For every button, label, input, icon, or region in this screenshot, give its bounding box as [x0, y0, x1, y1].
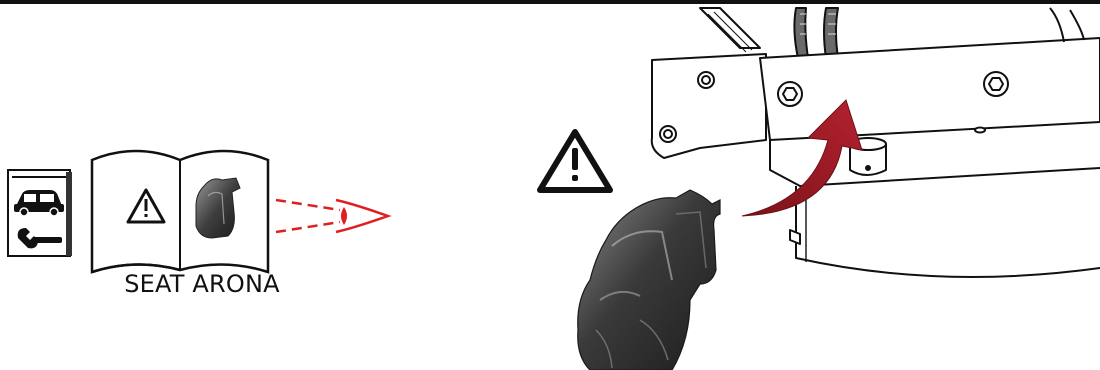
model-caption: SEAT ARONA [102, 270, 302, 298]
open-manual-icon [92, 151, 268, 272]
warning-sign-icon [540, 132, 610, 190]
engine-mount-bracket [652, 8, 1100, 277]
service-manual-icon [8, 170, 72, 256]
rubber-mount-part [578, 190, 720, 370]
eye-icon [276, 200, 388, 232]
